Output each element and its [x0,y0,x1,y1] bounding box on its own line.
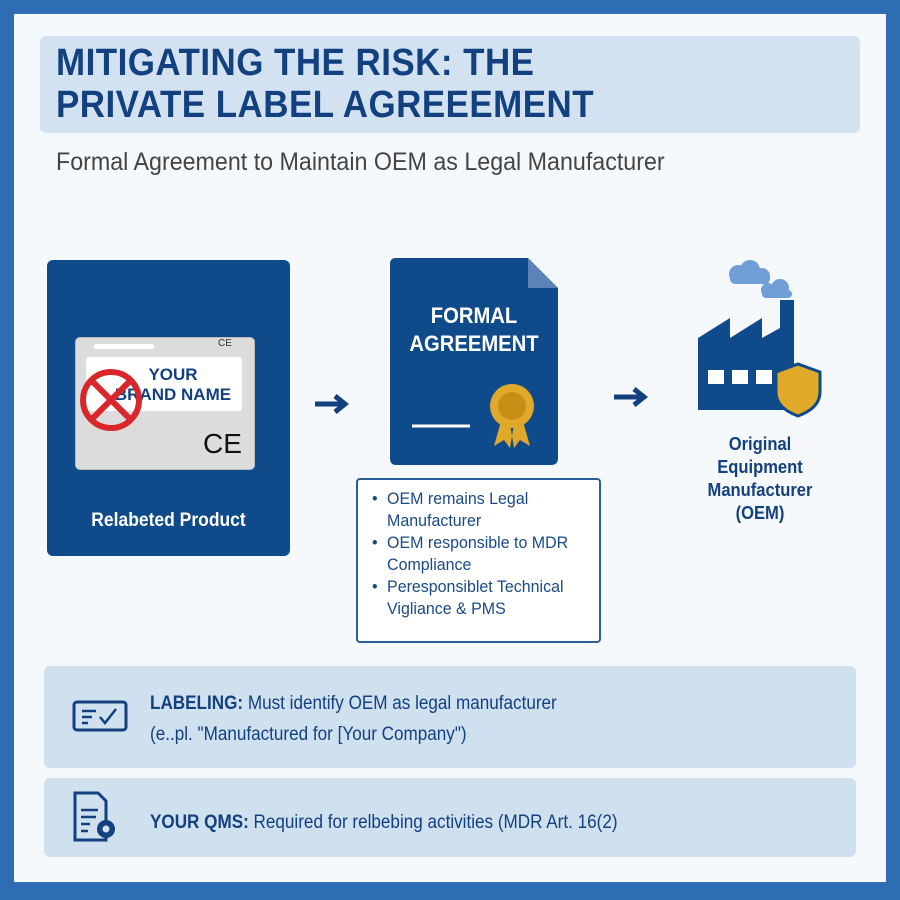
labeling-info-row [44,666,856,768]
ce-mark: CE [203,428,242,459]
bullet-item: Peresponsiblet Technical Vigliance & PMS [372,576,578,620]
subtitle: Formal Agreement to Maintain OEM as Lega… [56,148,665,176]
factory-icon [698,260,822,418]
agreement-title: FORMAL AGREEMENT [409,303,539,356]
labeling-example: (e..pl. "Manufactured for [Your Company"… [150,724,467,745]
shield-icon [774,362,822,418]
card-label: Relabeted Product [91,510,246,531]
arrow-right-icon [315,394,350,414]
page-title: MITIGATING THE RISK: THE PRIVATE LABEL A… [56,42,595,126]
ce-small: CE [218,338,232,349]
oem-label: Original Equipment Manufacturer (OEM) [707,434,813,523]
labeling-body: Must identify OEM as legal manufacturer [247,693,557,714]
title-band [40,36,860,133]
agreement-bullets: OEM remains Legal Manufacturer OEM respo… [356,478,601,643]
brand-line1: YOUR [148,365,198,384]
label-check-icon [72,700,128,732]
qms-body: Required for relbebing activities (MDR A… [253,812,618,833]
bullet-item: OEM responsible to MDR Compliance [372,532,578,576]
labeling-heading: LABELING: [150,693,244,714]
labeling-text: LABELING: Must identify OEM as legal man… [150,688,557,750]
qms-info-row [44,778,856,857]
award-seal-icon [490,384,534,448]
prohibited-icon [80,369,142,431]
qms-text: YOUR QMS: Required for relbebing activit… [150,807,618,838]
document-gear-icon [73,791,115,842]
bullet-item: OEM remains Legal Manufacturer [372,488,578,532]
cloud-icon [729,260,792,298]
brand-line2: BRAND NAME [114,385,232,404]
arrow-right-icon [614,387,649,407]
qms-heading: YOUR QMS: [150,812,249,833]
